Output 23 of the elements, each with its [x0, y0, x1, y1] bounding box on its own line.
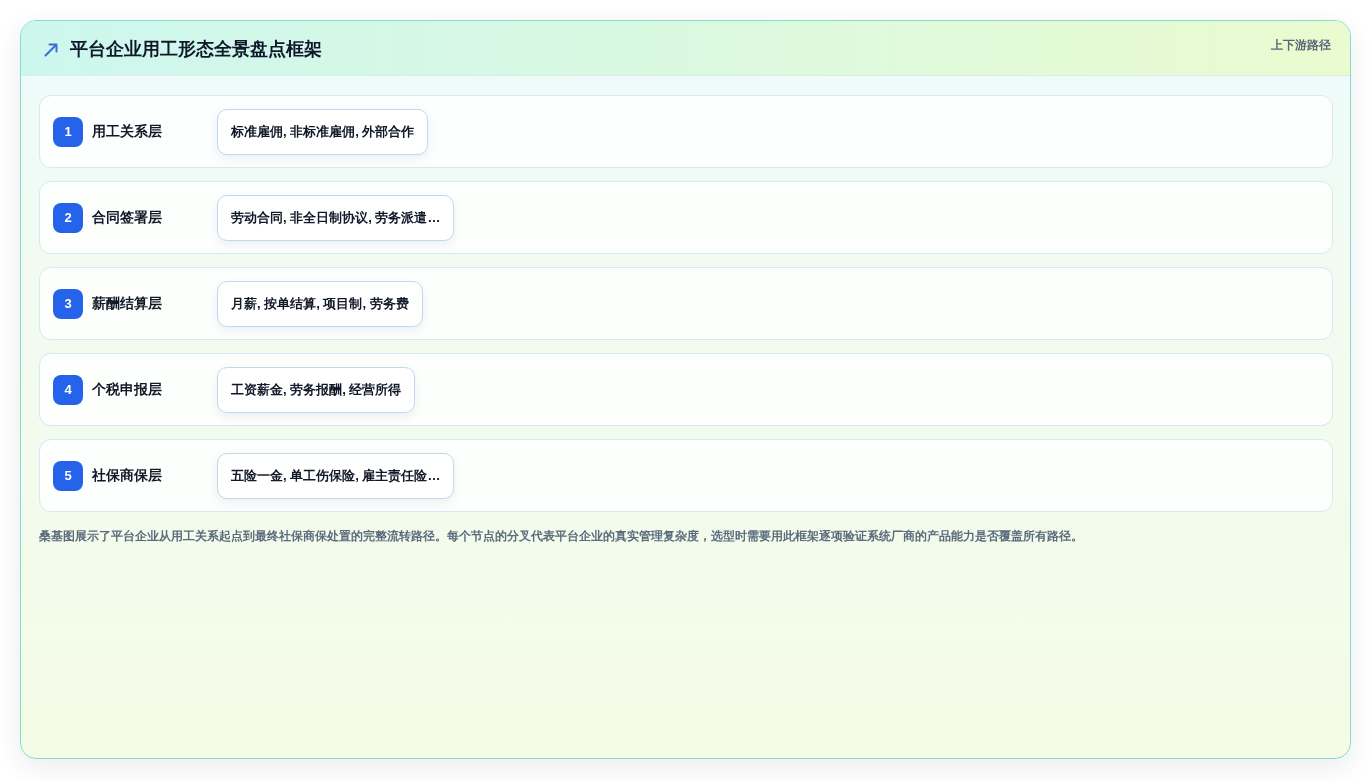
layer-name: 社保商保层 — [92, 466, 163, 485]
number-badge: 2 — [53, 202, 83, 233]
layer-name: 合同签署层 — [92, 208, 163, 227]
item-tag: 劳动合同, 非全日制协议, 劳务派遣… — [217, 194, 455, 241]
item-tag: 标准雇佣, 非标准雇佣, 外部合作 — [217, 108, 429, 155]
layer-row — [39, 439, 1333, 512]
layer-row — [39, 95, 1333, 168]
layer-row — [39, 267, 1333, 340]
layer-name: 个税申报层 — [92, 380, 163, 399]
caption: 桑基图展示了平台企业从用工关系起点到最终社保商保处置的完整流转路径。每个节点的分叉代表平台企业的真实管理复杂度，选型时需要用此框架逐项验证系统厂商的产品能力是否覆盖所有路径。 — [39, 528, 1084, 545]
item-tag: 月薪, 按单结算, 项目制, 劳务费 — [217, 280, 423, 327]
number-badge: 4 — [53, 374, 83, 405]
layer-row — [39, 353, 1333, 426]
number-badge: 3 — [53, 288, 83, 319]
title: 平台企业用工形态全景盘点框架 — [70, 38, 322, 61]
item-tag: 五险一金, 单工伤保险, 雇主责任险… — [217, 452, 455, 499]
layer-name: 用工关系层 — [92, 122, 163, 141]
number-badge: 1 — [53, 116, 83, 147]
layer-name: 薪酬结算层 — [92, 294, 163, 313]
layer-row — [39, 181, 1333, 254]
number-badge: 5 — [53, 460, 83, 491]
section-label: 上下游路径 — [1271, 37, 1331, 54]
item-tag: 工资薪金, 劳务报酬, 经营所得 — [217, 366, 416, 413]
